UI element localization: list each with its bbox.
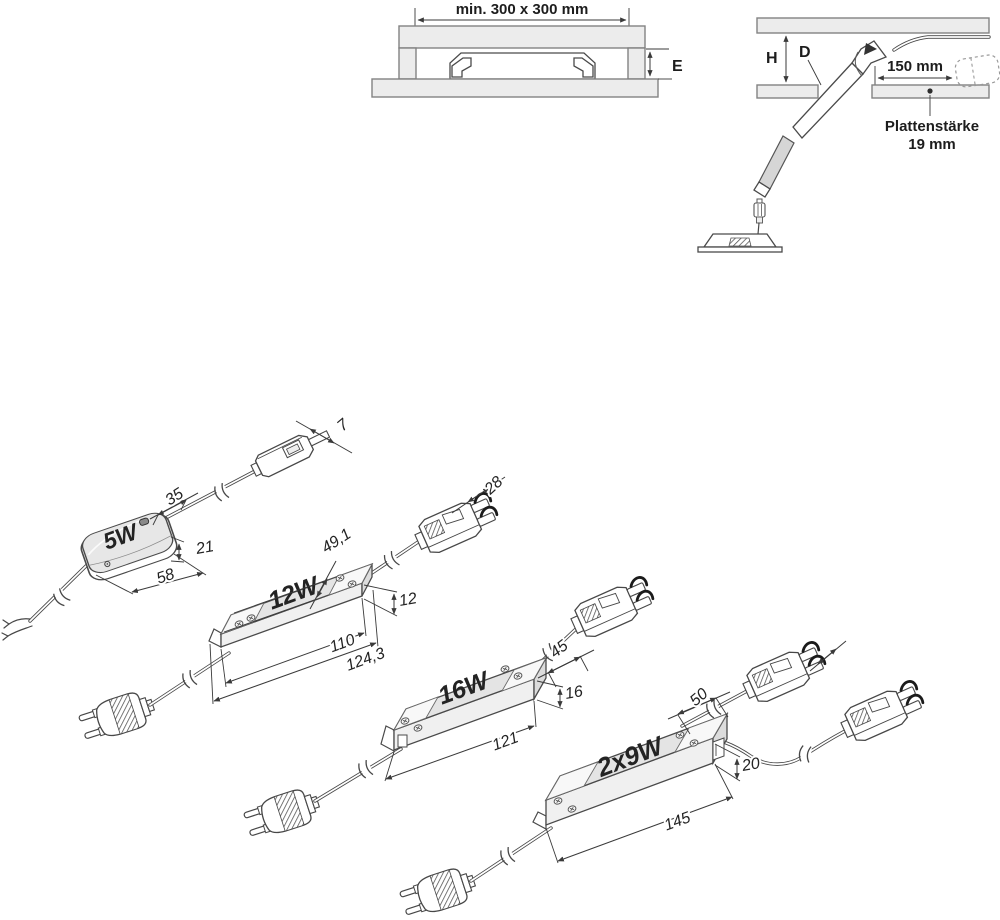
dim-16w-length: 121 [490,729,521,754]
hole-d-label: D [799,44,811,61]
driver-5w-body [80,512,178,581]
driver-2x9w-connector-2 [835,677,930,748]
depth-e-label: E [672,58,683,75]
upper-board [756,17,990,34]
height-h-label: H [766,50,778,67]
lower-board-left [756,84,819,99]
driver-2x9w-mains-plug [397,862,480,920]
plate-thickness-label-line2: 19 mm [908,136,956,153]
dim-2x9w-length: 145 [662,809,693,834]
driver-5w-inline-connector [247,422,335,483]
plug-in-connector-small [753,198,766,224]
dim-2x9w-height: 20 [740,755,762,775]
plate-thickness-label-line1: Plattenstärke [885,118,979,135]
dim-12w-inner-length: 110 [328,631,358,656]
driver-16w-connector [565,573,660,644]
driver-12w-mains-plug [76,686,159,746]
recess-cutout-diagram: min. 300 x 300 mm E [371,1,683,98]
dim-5w-height: 21 [194,538,215,558]
drill-shaft [792,62,864,139]
driver-16w-body [380,655,548,753]
hidden-connector-outline [954,54,1000,88]
cable-break-icon [180,668,199,690]
cable-break-icon [51,587,72,608]
cable-break-icon [498,845,517,867]
cable-break-icon [704,698,723,720]
dim-5w-length: 58 [154,566,176,588]
min-cutout-dimension-label: min. 300 x 300 mm [456,1,589,18]
cable-break-icon [381,549,401,571]
distance-150mm-label: 150 mm [887,58,943,75]
recessed-luminaire-cross-section [449,52,596,80]
dim-12w-width: 49,1 [319,526,354,557]
driver-12w-connector [409,489,504,560]
driver-2x9w-connector-1 [737,638,832,709]
driver-16w: 16W 45 16 121 [241,573,660,843]
cable-break-icon [797,744,813,764]
driver-16w-mains-plug [241,783,324,843]
drill-head [851,40,888,75]
luminaire-side-view [697,233,783,253]
screwdriver-shaft [758,135,795,190]
top-panel-cross-section [398,25,646,49]
bottom-panel-cross-section [371,78,659,98]
dim-12w-height: 12 [398,590,419,610]
dim-16w-height: 16 [564,683,585,703]
drill-direction-arrow-icon [864,43,877,55]
mounting-diagram: H D 150 mm Plattenstärke 19 mm [697,17,1000,253]
dim-5w-connector-width: 7 [334,415,353,434]
